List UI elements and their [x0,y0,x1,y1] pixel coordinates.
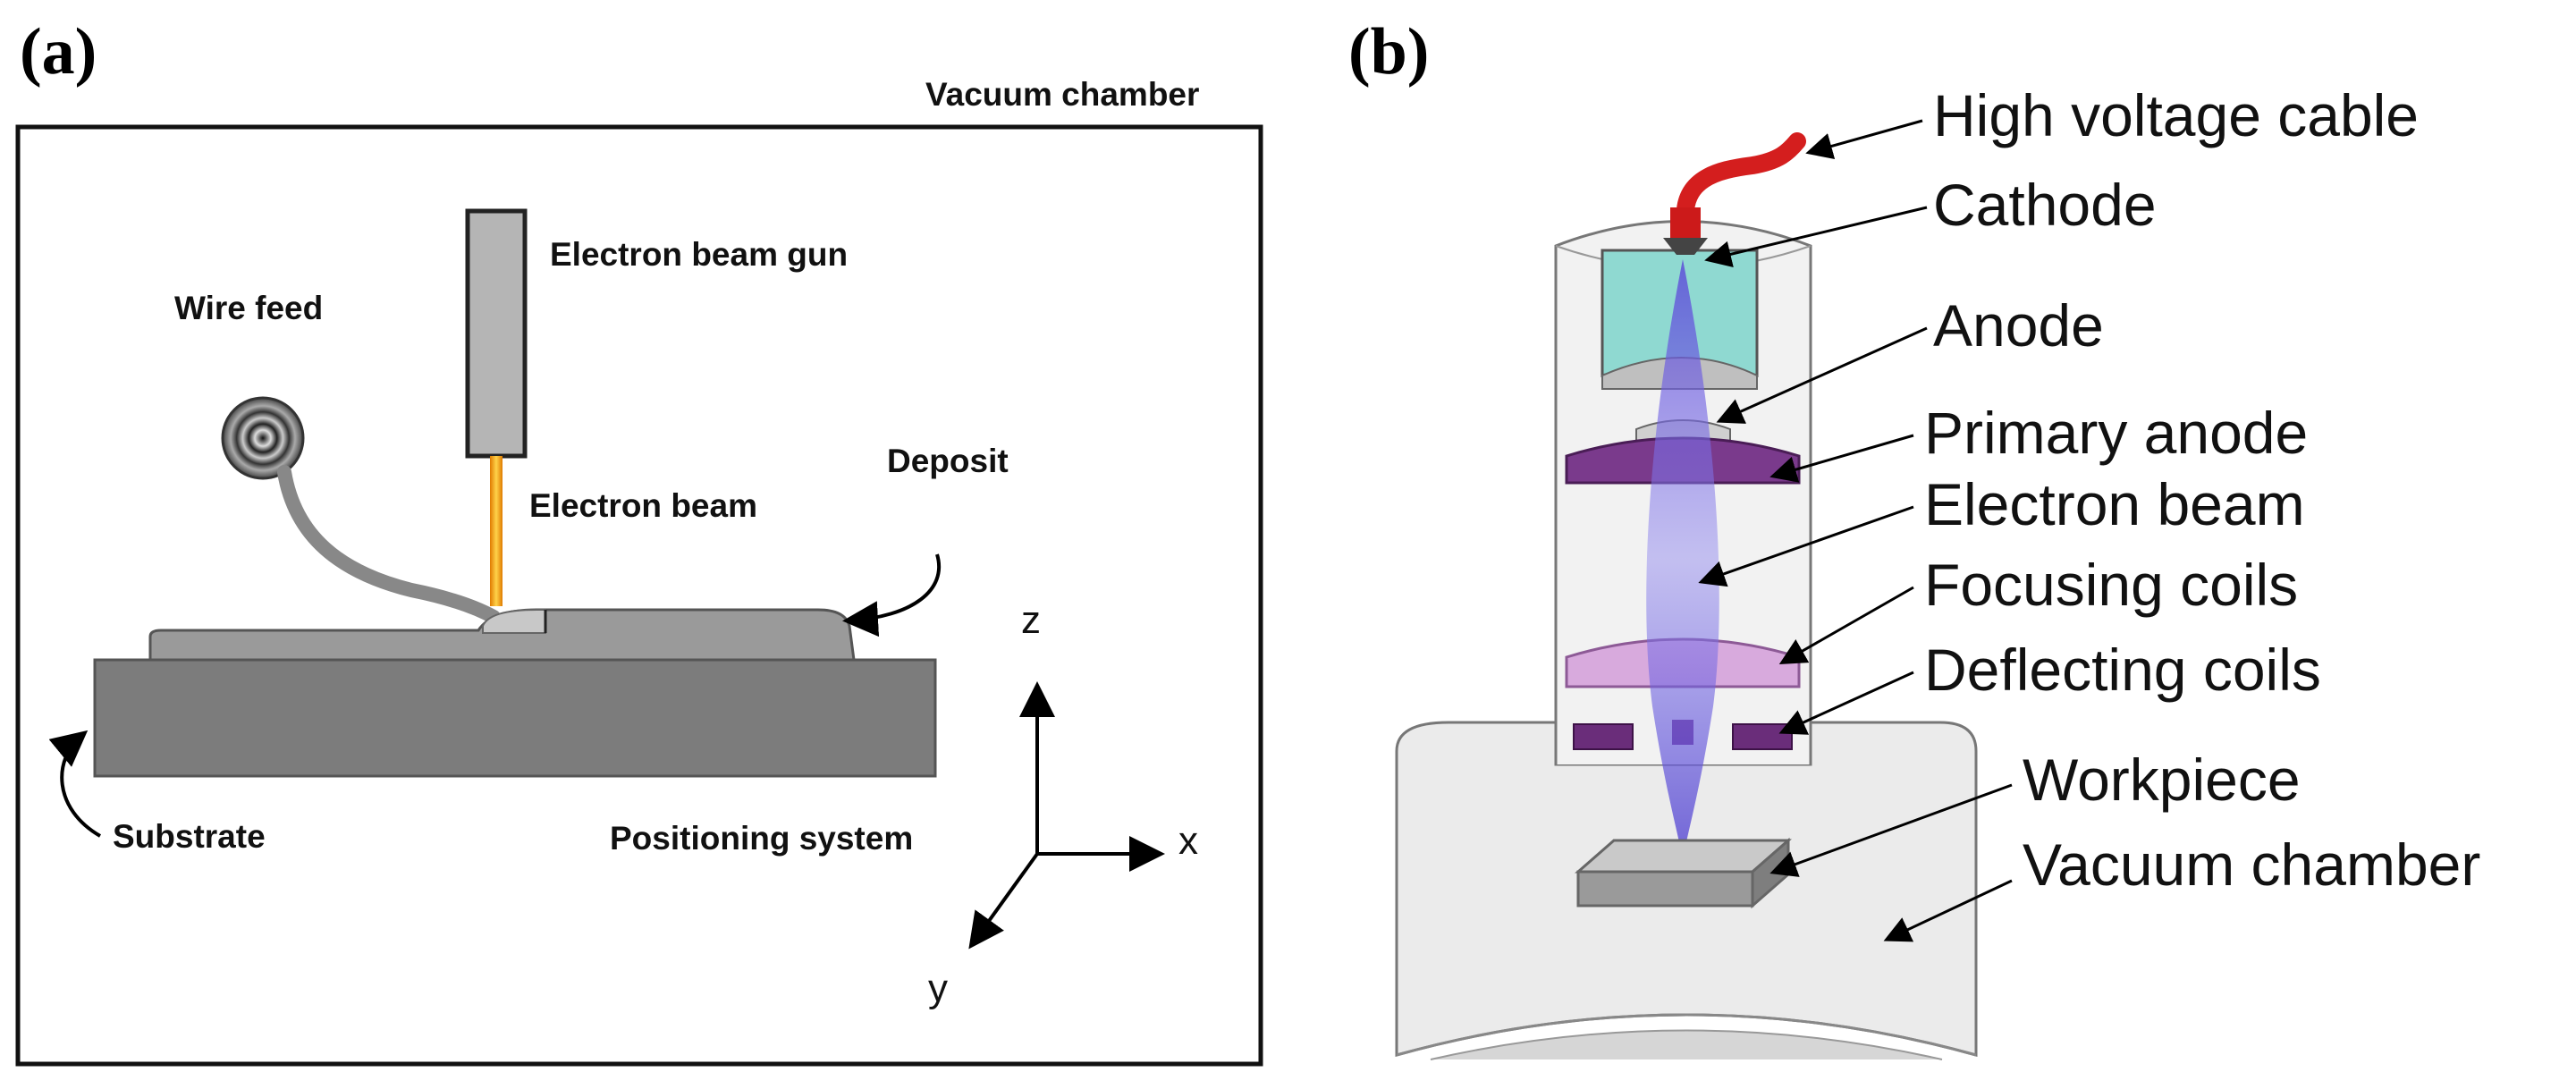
axis-label-z: z [1021,598,1041,642]
arrow-workpiece [1769,783,2013,877]
vacuum-chamber-bottom [1396,1013,1977,1057]
label-electron-beam-a: Electron beam [529,487,757,524]
vacuum-chamber-frame [15,124,1263,1067]
label-electron-beam-b: Electron beam [1924,471,2305,537]
label-substrate: Substrate [113,818,266,855]
panel-a-letter: (a) [20,15,97,89]
electron-beam-b [1646,259,1719,858]
label-vacuum-chamber-b: Vacuum chamber [2023,832,2480,898]
arrow-anode [1716,326,1928,424]
electron-beam-gun [465,208,528,459]
panel-b: (b) High voltage cable Cathode [1348,15,2480,1060]
wire-feed-wire [277,465,501,624]
label-primary-anode: Primary anode [1924,400,2308,466]
cable-connector [1670,207,1701,238]
arrow-electron-beam [1698,505,1914,587]
vacuum-chamber-floor [1430,1029,1943,1060]
wire-feed-spool [221,396,305,480]
arrow-vacuum-chamber [1883,879,2013,942]
label-wire-feed: Wire feed [174,290,323,326]
substrate-arrow [48,730,102,838]
coordinate-axes: z x y [928,598,1198,1010]
label-positioning-system: Positioning system [610,820,913,857]
electron-beam-a [490,456,503,606]
arrow-cathode [1704,206,1928,268]
substrate-block [93,658,937,778]
axis-label-y: y [928,967,948,1010]
workpiece-front [1576,870,1754,908]
arrow-primary-anode [1769,434,1914,483]
label-electron-beam-gun: Electron beam gun [550,236,848,273]
axis-label-x: x [1178,819,1198,863]
panel-b-arrows [1698,119,2013,942]
label-high-voltage-cable: High voltage cable [1933,82,2419,148]
arrow-high-voltage-cable [1805,119,1923,159]
label-workpiece: Workpiece [2023,747,2301,813]
high-voltage-cable [1676,132,1806,232]
label-deposit: Deposit [887,443,1009,479]
label-vacuum-chamber-a: Vacuum chamber [925,76,1199,113]
label-anode: Anode [1933,292,2104,359]
arrow-deflecting-coils [1778,671,1914,735]
label-deflecting-coils: Deflecting coils [1924,637,2321,703]
panel-a: (a) Vacuum chamber Electron beam gun Ele… [15,15,1263,1067]
deposit-arrow [842,553,941,637]
deflecting-coil-right [1732,723,1793,750]
cathode-tip [1663,238,1708,255]
label-cathode: Cathode [1933,172,2157,238]
deflecting-coil-left [1573,723,1634,750]
label-focusing-coils: Focusing coils [1924,552,2298,618]
panel-b-letter: (b) [1348,15,1429,89]
arrow-focusing-coils [1778,586,1914,664]
